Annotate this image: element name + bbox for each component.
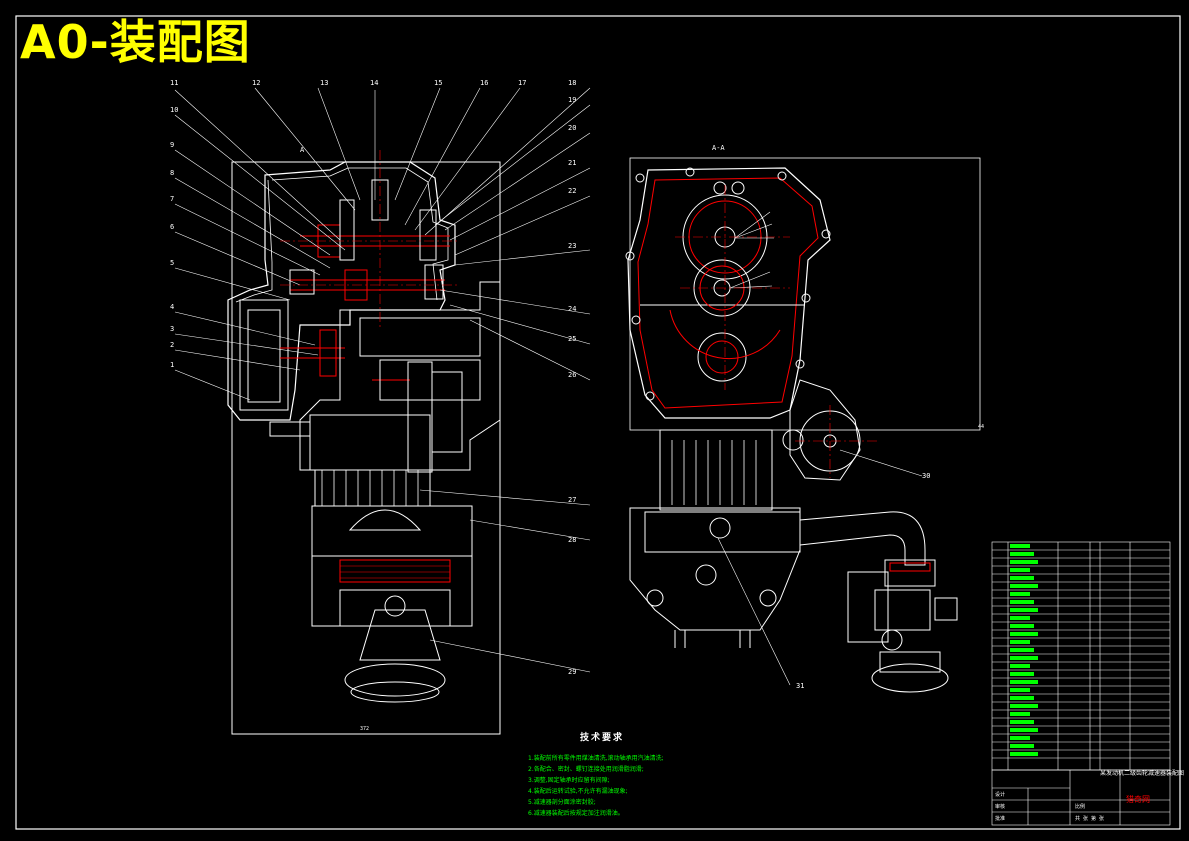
balloon-label: 5	[170, 259, 174, 267]
part-code-block	[1010, 624, 1034, 628]
part-code-block	[1010, 616, 1030, 620]
balloon-label: 30	[922, 472, 930, 480]
balloon-label: 14	[370, 79, 378, 87]
drawing-frame	[15, 15, 1181, 830]
tech-line: 5.减速器剖分面涂密封胶;	[528, 799, 596, 806]
parts-list-table	[991, 541, 1171, 771]
part-code-block	[1010, 656, 1038, 660]
right-view-label: A-A	[712, 144, 725, 152]
part-code-block	[1010, 560, 1038, 564]
balloon-label: 31	[796, 682, 804, 690]
part-code-block	[1010, 728, 1038, 732]
balloon-label: 15	[434, 79, 442, 87]
balloon-label: 19	[568, 96, 576, 104]
checker-label: 审核	[995, 803, 1005, 810]
part-code-block	[1010, 608, 1038, 612]
balloon-label: 18	[568, 79, 576, 87]
balloon-label: 21	[568, 159, 576, 167]
part-code-block	[1010, 720, 1034, 724]
balloon-label: 10	[170, 106, 178, 114]
part-code-block	[1010, 568, 1030, 572]
balloon-label: 6	[170, 223, 174, 231]
part-code-block	[1010, 680, 1038, 684]
drawing-title: A0-装配图	[20, 15, 251, 69]
balloon-label: 23	[568, 242, 576, 250]
part-code-block	[1010, 704, 1038, 708]
part-code-block	[1010, 592, 1030, 596]
balloon-label: 29	[568, 668, 576, 676]
company-text: 猎奇网	[1126, 794, 1150, 804]
left-dimension-text: 372	[360, 726, 369, 732]
part-code-block	[1010, 648, 1034, 652]
sheet-label: 共 张 第 张	[1075, 815, 1104, 822]
approver-label: 批准	[995, 815, 1005, 822]
balloon-label: 8	[170, 169, 174, 177]
part-code-block	[1010, 632, 1038, 636]
balloon-label: 2	[170, 341, 174, 349]
tech-requirements-title: 技术要求	[580, 733, 625, 743]
part-code-block	[1010, 544, 1030, 548]
left-section-view	[174, 87, 591, 735]
tech-requirements: 技术要求 1.装配前所有零件用煤油清洗,滚动轴承用汽油清洗; 2.各配合、密封、…	[528, 730, 758, 819]
balloon-label: 16	[480, 79, 488, 87]
tech-line: 3.调整,固定轴承时应留有间隙;	[528, 777, 610, 784]
balloon-label: 28	[568, 536, 576, 544]
balloon-label: 12	[252, 79, 260, 87]
balloon-label: 4	[170, 303, 174, 311]
part-code-block	[1010, 712, 1030, 716]
balloon-label: 25	[568, 335, 576, 343]
balloon-label: 13	[320, 79, 328, 87]
tech-line: 1.装配前所有零件用煤油清洗,滚动轴承用汽油清洗;	[528, 755, 664, 762]
tech-line: 4.装配后运转试验,不允许有漏油现象;	[528, 788, 628, 795]
left-view-label: A	[300, 146, 305, 154]
drawing-name-text: 某发动机二级齿轮减速器装配图	[1100, 769, 1184, 777]
part-code-block	[1010, 688, 1030, 692]
balloon-label: 22	[568, 187, 576, 195]
part-code-block	[1010, 664, 1030, 668]
part-code-block	[1010, 584, 1038, 588]
part-code-block	[1010, 736, 1030, 740]
balloon-label: 11	[170, 79, 178, 87]
part-code-block	[1010, 600, 1034, 604]
title-block	[991, 769, 1171, 826]
scale-label: 比例	[1075, 803, 1085, 810]
balloon-label: 26	[568, 371, 576, 379]
part-code-block	[1010, 672, 1034, 676]
balloon-label: 7	[170, 195, 174, 203]
tech-line: 2.各配合、密封、螺钉连接处用润滑脂润滑;	[528, 766, 644, 773]
right-dimension-text: 44	[978, 424, 984, 430]
part-code-block	[1010, 640, 1030, 644]
balloon-label: 3	[170, 325, 174, 333]
part-code-block	[1010, 752, 1038, 756]
part-code-block	[1010, 696, 1034, 700]
part-code-block	[1010, 576, 1034, 580]
tech-line: 6.减速器装配后按规定加注润滑油。	[528, 810, 624, 817]
balloon-label: 20	[568, 124, 576, 132]
part-code-block	[1010, 552, 1034, 556]
designer-label: 设计	[995, 791, 1005, 798]
part-code-block	[1010, 744, 1034, 748]
balloon-label: 24	[568, 305, 576, 313]
balloon-label: 1	[170, 361, 174, 369]
balloon-label: 17	[518, 79, 526, 87]
right-section-view	[625, 157, 981, 693]
balloon-label: 27	[568, 496, 576, 504]
balloon-label: 9	[170, 141, 174, 149]
